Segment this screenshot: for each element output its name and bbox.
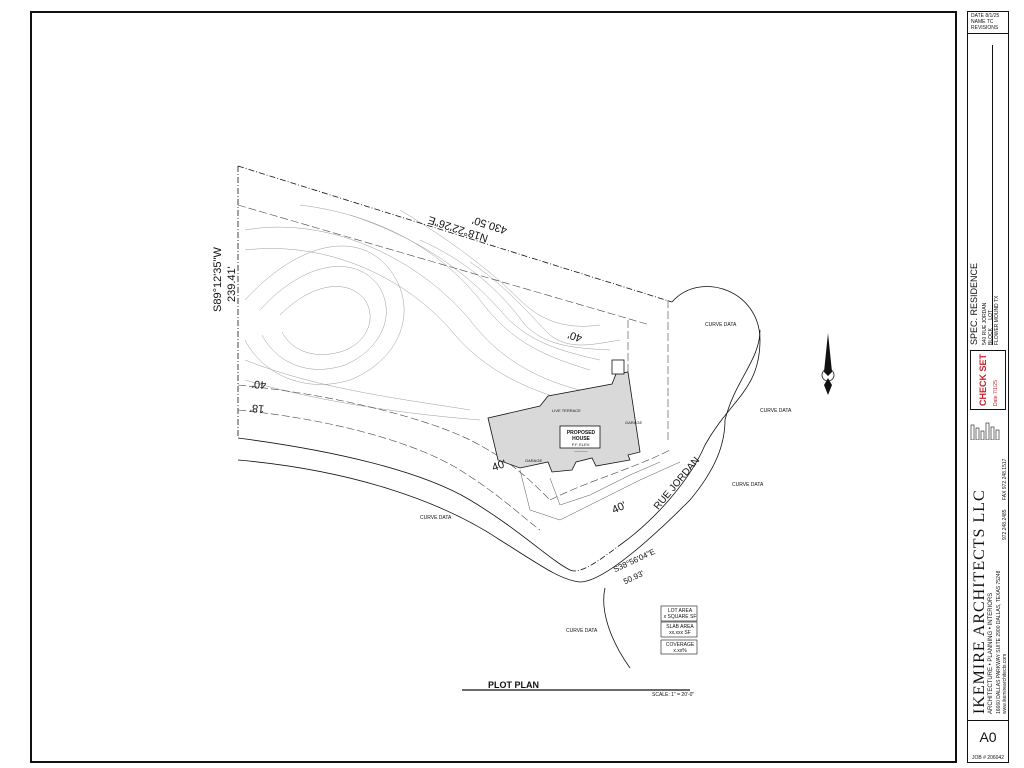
project-name: SPEC. RESIDENCE xyxy=(969,262,979,345)
firm-web: www.ikemirearchitects.com xyxy=(1002,653,1008,714)
coverage-label: COVERAGE xyxy=(665,642,695,648)
garage-left-label: GARAGE xyxy=(525,458,543,463)
garage-right-label: GARAGE xyxy=(625,420,643,425)
area-boxes xyxy=(660,605,698,655)
title-block xyxy=(967,11,1009,763)
sheet-border xyxy=(30,11,957,763)
lot-area-label: LOT AREA xyxy=(667,608,693,614)
check-set-stamp xyxy=(970,350,1006,410)
name-field: NAME TC xyxy=(971,19,994,25)
firm-logo xyxy=(970,422,1004,441)
topo-contours xyxy=(244,204,621,421)
driveway xyxy=(519,461,681,521)
north-arrow xyxy=(821,333,835,395)
curve-data-bottom: CURVE DATA xyxy=(732,482,764,488)
revisions-field: REVISIONS xyxy=(971,25,999,31)
firm-logo-icon xyxy=(970,422,1000,441)
date-field: DATE 8/1/25 xyxy=(971,13,1000,19)
revision-line xyxy=(992,45,993,345)
curve-data-left: CURVE DATA xyxy=(420,515,452,521)
job-number: JOB # 206042 xyxy=(972,755,1004,761)
firm-disciplines: ARCHITECTURE • PLANNING • INTERIORS xyxy=(988,592,994,714)
house-footprint xyxy=(487,359,641,473)
slab-area-label: SLAB AREA xyxy=(666,624,694,630)
title-block-meta: DATE 8/1/25 NAME TC REVISIONS xyxy=(971,13,999,31)
curve-data-street: CURVE DATA xyxy=(566,628,598,634)
house-elevation: F.F. ELEV. ______ xyxy=(571,442,591,452)
slab-area-value: xx,xxx SF xyxy=(669,630,691,636)
firm-name: IKEMIRE ARCHITECTS LLC xyxy=(971,489,988,714)
sheet-number: A0 xyxy=(979,729,997,745)
terrace-label: LIVE TERRACE xyxy=(552,408,581,413)
firm-fax: FAX 972.248.1517 xyxy=(1002,458,1008,500)
property-lines xyxy=(237,165,761,572)
meta-divider xyxy=(968,33,1008,34)
coverage-value: x.xx% xyxy=(673,648,687,654)
lot-area-value: x SQUARE SF xyxy=(663,614,697,620)
address-line-3: FLOWER MOUND TX xyxy=(994,295,1000,345)
street-curbs xyxy=(237,329,761,669)
plan-scale: SCALE: 1" = 20'-0" xyxy=(652,692,695,698)
setback-lines xyxy=(237,204,671,531)
curve-data-top: CURVE DATA xyxy=(705,322,737,328)
house-label: PROPOSED HOUSE xyxy=(566,430,596,442)
bearing-west-label: S89°12'35"W xyxy=(212,247,224,312)
check-set-label: CHECK SET xyxy=(978,353,988,406)
curve-data-right: CURVE DATA xyxy=(760,408,792,414)
sheet-number-box: A0 JOB # 206042 xyxy=(968,720,1008,763)
setback-40-left: 40' xyxy=(251,377,267,391)
check-set-date: Date 7/1/25 xyxy=(993,380,999,406)
firm-phone: 972.248.2485 xyxy=(1002,509,1008,540)
plan-title: PLOT PLAN xyxy=(488,680,539,690)
distance-west-label: 239.41' xyxy=(226,266,238,302)
setback-18-left: 18' xyxy=(249,401,265,415)
